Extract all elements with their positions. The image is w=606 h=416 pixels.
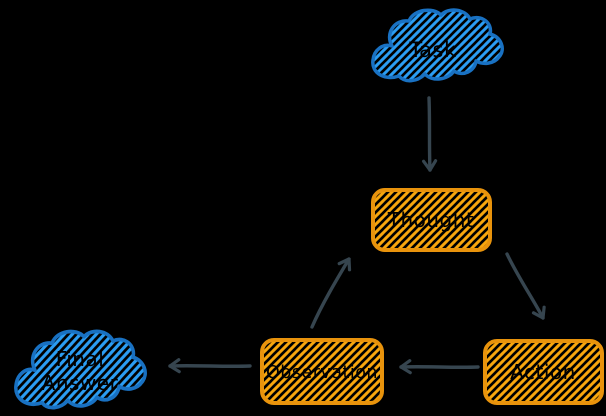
arrow-observation-to-thought	[310, 257, 352, 329]
final-answer-label-line2: Answer	[42, 371, 119, 395]
node-observation: Observation	[260, 338, 384, 405]
final-answer-cloud-shape	[14, 329, 147, 410]
arrow-observation-to-final-answer	[168, 358, 252, 374]
edges	[168, 96, 546, 375]
action-box-shape	[483, 339, 604, 405]
action-label: Action	[510, 360, 576, 384]
thought-box-shape	[371, 188, 492, 252]
arrow-thought-to-action	[505, 252, 546, 320]
node-action: Action	[483, 339, 604, 405]
observation-box-shape	[260, 338, 384, 405]
node-final-answer: Final Answer	[14, 329, 147, 410]
arrow-action-to-observation	[399, 359, 480, 375]
task-cloud-shape	[371, 8, 504, 83]
node-task: Task	[371, 8, 504, 83]
thought-label: Thought	[387, 208, 475, 232]
node-thought: Thought	[371, 188, 492, 252]
arrow-task-to-thought	[421, 96, 438, 172]
observation-label: Observation	[266, 363, 378, 383]
task-label: Task	[408, 38, 457, 62]
final-answer-label-line1: Final	[56, 347, 105, 371]
